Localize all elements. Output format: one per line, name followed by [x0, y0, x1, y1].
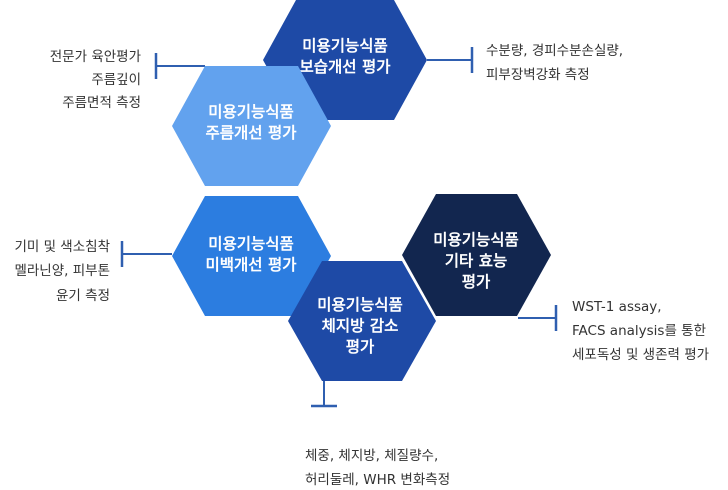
hexagon-moisturizing-title-1: 미용기능식품: [302, 37, 388, 55]
description-other: WST-1 assay, FACS analysis를 통한 세포독성 및 생존…: [572, 299, 709, 363]
description-moisturizing-line-1: 수분량, 경피수분손실량,: [486, 43, 623, 59]
description-other-line-2: FACS analysis를 통한: [572, 323, 706, 339]
hexagon-other-title-1: 미용기능식품: [433, 231, 519, 249]
description-body-fat: 체중, 체지방, 체질량수, 허리둘레, WHR 변화측정: [305, 448, 450, 488]
hexagon-body-fat-title-3: 평가: [346, 338, 375, 356]
description-wrinkle-line-3: 주름면적 측정: [62, 95, 141, 111]
hexagon-whitening: 미용기능식품 미백개선 평가: [172, 196, 331, 316]
hexagon-other: 미용기능식품 기타 효능 평가: [402, 194, 551, 316]
hexagon-wrinkle-title-1: 미용기능식품: [208, 103, 294, 121]
description-body-fat-line-1: 체중, 체지방, 체질량수,: [305, 448, 438, 464]
hexagon-whitening-title-1: 미용기능식품: [208, 235, 294, 253]
description-whitening-line-2: 멜라닌양, 피부톤: [14, 263, 110, 279]
description-whitening: 기미 및 색소침착 멜라닌양, 피부톤 윤기 측정: [14, 239, 110, 304]
description-moisturizing-line-2: 피부장벽강화 측정: [486, 67, 590, 83]
hexagon-body-fat: 미용기능식품 체지방 감소 평가: [288, 261, 436, 381]
hexagon-wrinkle-shape: [172, 66, 331, 186]
description-wrinkle-line-1: 전문가 육안평가: [50, 49, 141, 65]
hexagon-body-fat-title-2: 체지방 감소: [322, 316, 399, 335]
description-moisturizing: 수분량, 경피수분손실량, 피부장벽강화 측정: [486, 43, 623, 83]
hexagon-other-shape: [402, 194, 551, 316]
hexagon-whitening-shape: [172, 196, 331, 316]
description-other-line-3: 세포독성 및 생존력 평가: [572, 347, 709, 363]
description-whitening-line-1: 기미 및 색소침착: [14, 239, 110, 255]
hexagon-moisturizing-title-2: 보습개선 평가: [300, 57, 392, 76]
hexagon-other-title-3: 평가: [462, 273, 491, 291]
description-whitening-line-3: 윤기 측정: [56, 288, 110, 304]
hexagon-whitening-title-2: 미백개선 평가: [206, 255, 298, 274]
description-wrinkle-line-2: 주름깊이: [91, 72, 141, 88]
description-body-fat-line-2: 허리둘레, WHR 변화측정: [305, 472, 450, 488]
description-other-line-1: WST-1 assay,: [572, 299, 662, 315]
hexagon-body-fat-shape: [288, 261, 436, 381]
hexagon-wrinkle: 미용기능식품 주름개선 평가: [172, 66, 331, 186]
hexagon-other-title-2: 기타 효능: [445, 252, 507, 270]
hexagon-body-fat-title-1: 미용기능식품: [317, 296, 403, 314]
hexagon-wrinkle-title-2: 주름개선 평가: [206, 123, 298, 142]
description-wrinkle: 전문가 육안평가 주름깊이 주름면적 측정: [50, 49, 141, 111]
